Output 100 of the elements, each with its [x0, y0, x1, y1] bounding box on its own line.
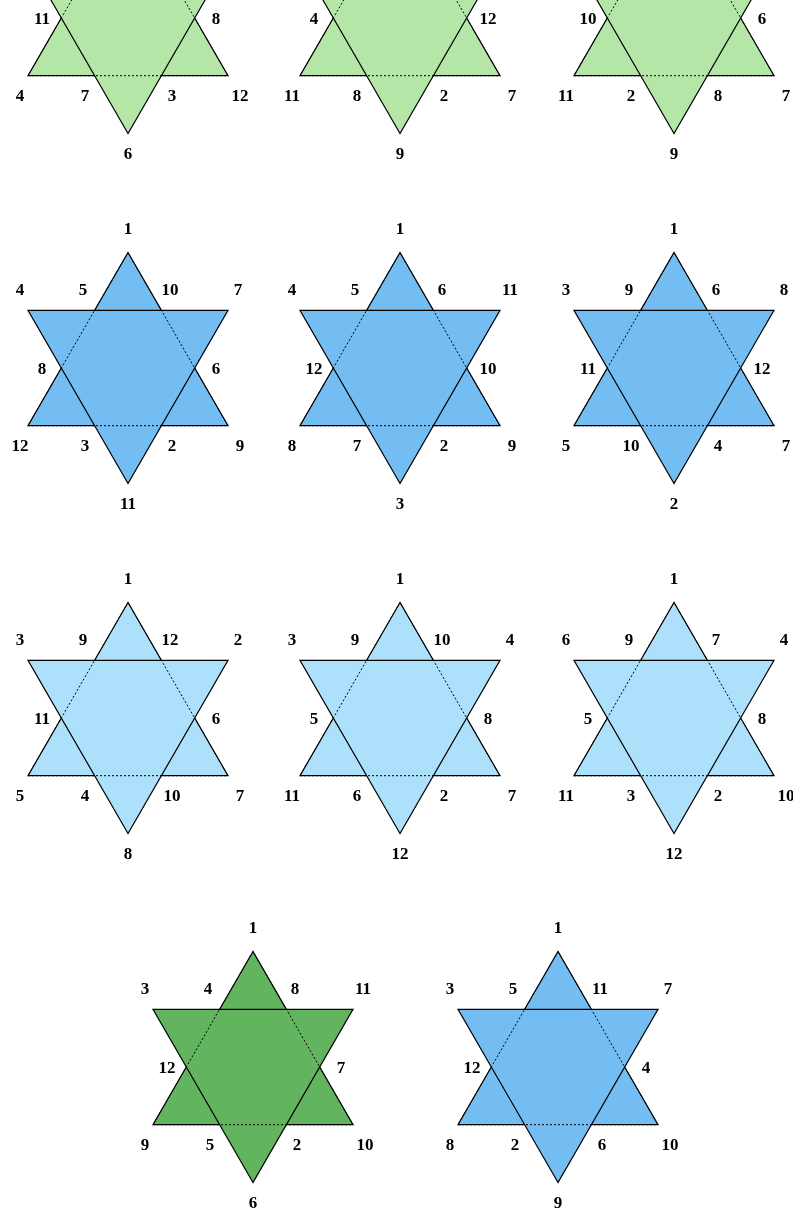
number-label: 12: [161, 630, 179, 648]
number-label: 3: [15, 630, 25, 648]
number-label: 11: [33, 709, 51, 727]
number-label: 1: [395, 569, 405, 587]
number-label: 9: [553, 1193, 563, 1211]
number-label: 4: [15, 86, 25, 104]
number-label: 9: [395, 144, 405, 162]
number-label: 11: [579, 359, 597, 377]
number-label: 1: [123, 569, 133, 587]
number-label: 6: [711, 280, 721, 298]
number-label: 4: [203, 979, 213, 997]
number-label: 2: [626, 86, 636, 104]
number-label: 12: [11, 436, 29, 454]
number-label: 5: [561, 436, 571, 454]
number-label: 9: [669, 144, 679, 162]
number-label: 9: [235, 436, 245, 454]
number-label: 8: [290, 979, 300, 997]
number-label: 6: [123, 144, 133, 162]
number-label: 2: [439, 86, 449, 104]
number-label: 8: [211, 9, 221, 27]
number-label: 8: [713, 86, 723, 104]
number-label: 6: [757, 9, 767, 27]
number-label: 6: [248, 1193, 258, 1211]
number-label: 1: [669, 219, 679, 237]
number-label: 10: [479, 359, 497, 377]
number-label: 2: [510, 1135, 520, 1153]
number-label: 9: [624, 630, 634, 648]
number-label: 12: [665, 844, 683, 862]
number-label: 7: [352, 436, 362, 454]
number-label: 11: [283, 786, 301, 804]
number-label: 10: [622, 436, 640, 454]
number-label: 6: [437, 280, 447, 298]
number-label: 7: [80, 86, 90, 104]
number-label: 3: [561, 280, 571, 298]
number-label: 9: [624, 280, 634, 298]
number-label: 1: [553, 918, 563, 936]
number-label: 9: [78, 630, 88, 648]
number-label: 12: [479, 9, 497, 27]
number-label: 2: [713, 786, 723, 804]
number-label: 12: [463, 1058, 481, 1076]
number-label: 4: [713, 436, 723, 454]
number-label: 7: [507, 786, 517, 804]
number-label: 8: [287, 436, 297, 454]
number-label: 4: [309, 9, 319, 27]
number-label: 1: [395, 219, 405, 237]
number-label: 1: [123, 219, 133, 237]
number-label: 4: [80, 786, 90, 804]
number-label: 3: [140, 979, 150, 997]
number-label: 3: [395, 494, 405, 512]
number-label: 5: [78, 280, 88, 298]
number-label: 6: [352, 786, 362, 804]
number-label: 2: [669, 494, 679, 512]
number-label: 8: [123, 844, 133, 862]
number-label: 3: [80, 436, 90, 454]
number-label: 4: [505, 630, 515, 648]
number-label: 11: [501, 280, 519, 298]
number-label: 3: [626, 786, 636, 804]
number-label: 6: [597, 1135, 607, 1153]
number-label: 8: [483, 709, 493, 727]
number-label: 12: [305, 359, 323, 377]
number-label: 10: [356, 1135, 374, 1153]
number-label: 11: [591, 979, 609, 997]
number-label: 10: [579, 9, 597, 27]
number-label: 7: [781, 436, 791, 454]
number-label: 7: [235, 786, 245, 804]
number-label: 11: [354, 979, 372, 997]
number-label: 11: [33, 9, 51, 27]
number-label: 4: [779, 630, 789, 648]
number-label: 5: [508, 979, 518, 997]
number-label: 7: [336, 1058, 346, 1076]
number-label: 11: [119, 494, 137, 512]
number-label: 4: [287, 280, 297, 298]
number-label: 7: [711, 630, 721, 648]
number-label: 3: [287, 630, 297, 648]
number-label: 1: [669, 569, 679, 587]
number-label: 2: [292, 1135, 302, 1153]
number-label: 3: [167, 86, 177, 104]
number-label: 6: [211, 709, 221, 727]
number-label: 8: [37, 359, 47, 377]
number-label: 2: [439, 786, 449, 804]
number-label: 8: [445, 1135, 455, 1153]
number-label: 8: [352, 86, 362, 104]
number-label: 2: [439, 436, 449, 454]
number-label: 7: [781, 86, 791, 104]
number-label: 12: [753, 359, 771, 377]
number-label: 12: [158, 1058, 176, 1076]
number-label: 10: [433, 630, 451, 648]
number-label: 10: [661, 1135, 679, 1153]
number-label: 10: [777, 786, 793, 804]
number-label: 5: [15, 786, 25, 804]
number-label: 7: [507, 86, 517, 104]
number-label: 9: [507, 436, 517, 454]
number-label: 8: [779, 280, 789, 298]
number-label: 6: [561, 630, 571, 648]
number-label: 11: [557, 786, 575, 804]
number-label: 9: [140, 1135, 150, 1153]
number-label: 5: [309, 709, 319, 727]
number-label: 1: [248, 918, 258, 936]
number-label: 6: [211, 359, 221, 377]
number-label: 11: [557, 86, 575, 104]
